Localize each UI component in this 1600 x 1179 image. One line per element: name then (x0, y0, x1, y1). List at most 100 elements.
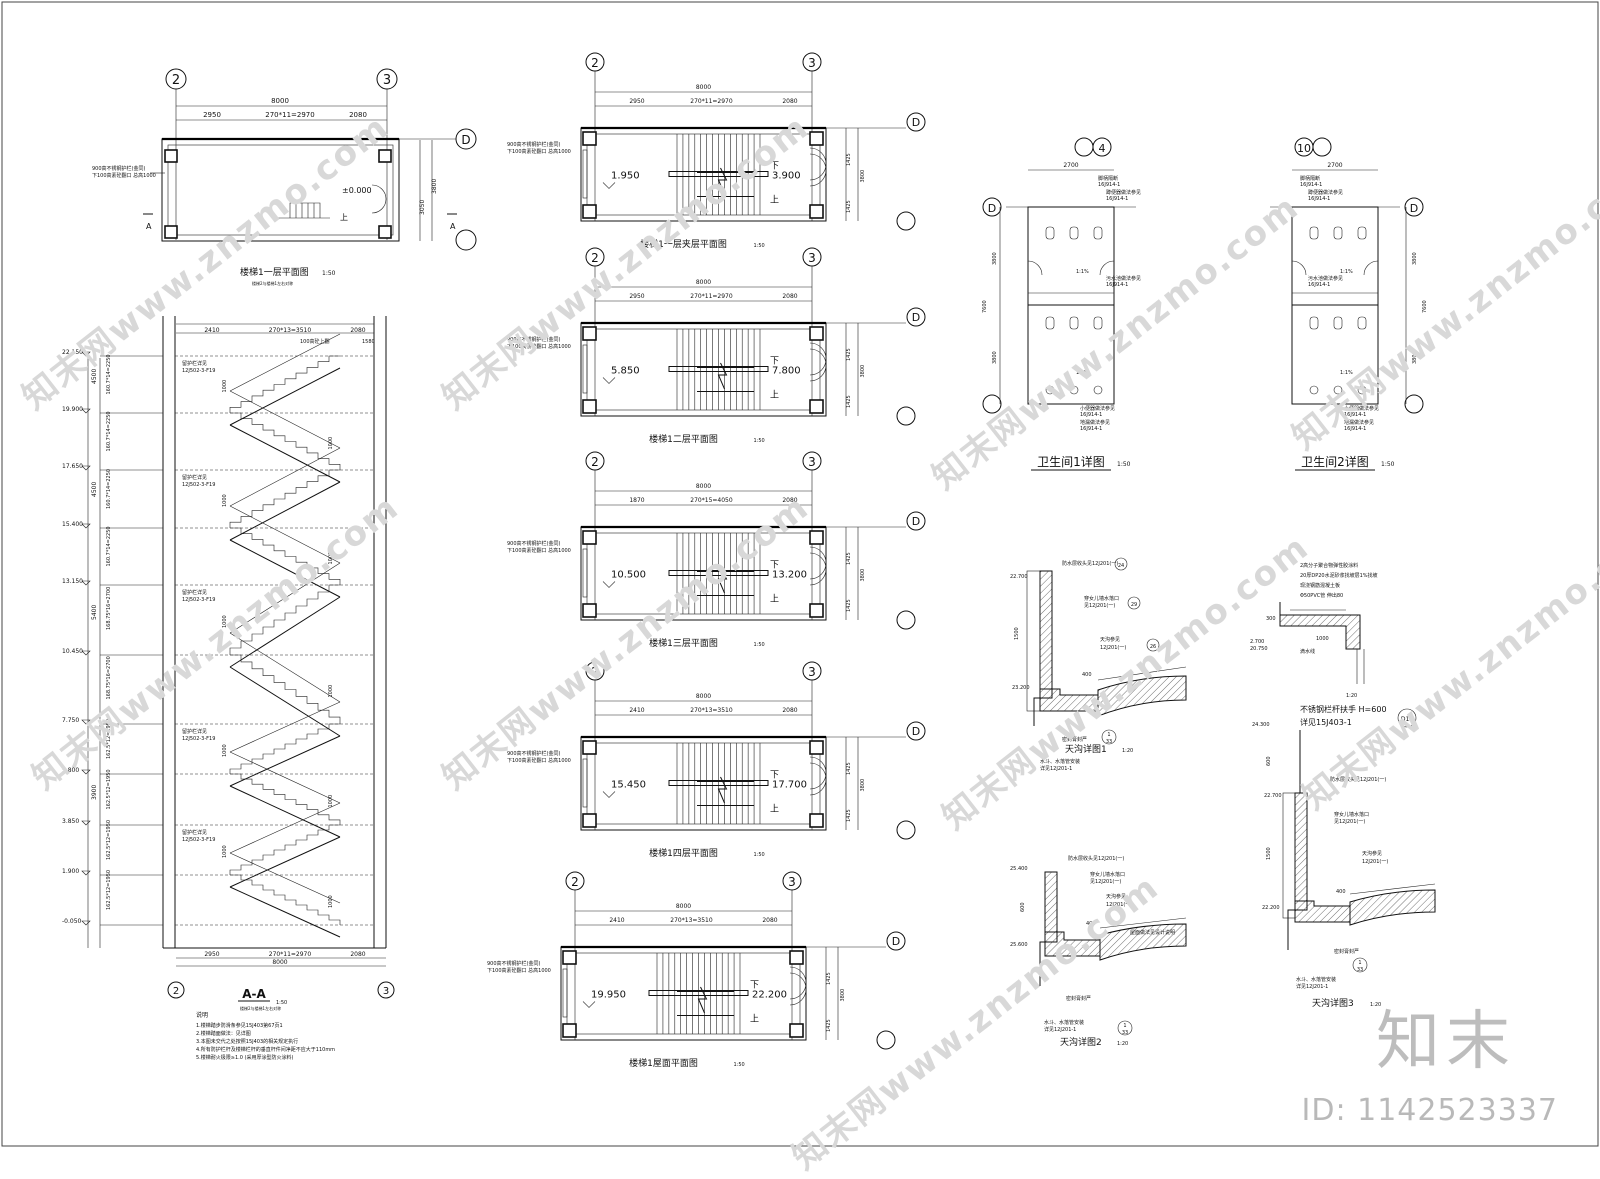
gutter-detail-2: 防水层收头见12J201(一) 穿女儿墙水落口 见12J201(一) 天沟参见 … (1010, 855, 1187, 1048)
dim-total: 8000 (696, 84, 711, 91)
landing-elev-1: 5.850 (611, 366, 640, 377)
lbl-std-4: 16J914-1 (1080, 412, 1102, 418)
plan-scale: 1:50 (754, 243, 765, 249)
lbl-slope-2: 1:1% (1340, 370, 1353, 376)
axis-D: D (892, 935, 900, 948)
lbl-urinal: 小便器做法参见 (1344, 405, 1379, 412)
eave-detail: 2高分子聚合物弹性胶涂料 20厚DP20水泥砂浆找坡层1%找坡 现浇钢筋混凝土板… (1250, 562, 1378, 699)
dim-width: 2700 (1327, 162, 1342, 169)
note-4: 4.所有防护栏杆及楼梯栏杆的垂直杆件间净距不应大于110mm (196, 1046, 335, 1053)
dim-total: 8000 (696, 279, 711, 286)
dim-stairs: 270*11=2970 (690, 98, 733, 105)
rail-note-2: 下100高素砼翻口 总高1000 (507, 148, 571, 155)
eave-l4: Φ50PVC管 伸出80 (1300, 592, 1343, 599)
landing-elev-1: 10.500 (611, 570, 646, 581)
plan-title: 楼梯1一层平面图 (240, 266, 309, 278)
plan-ground-floor: 2 3 8000 2950 270*11=2970 2080 上 ±0.000 … (92, 68, 477, 286)
up-marker: 上 (770, 390, 779, 401)
rail-note: 900高不锈钢护栏(金同) (507, 336, 560, 343)
g1-l2: 穿女儿墙水落口 (1084, 595, 1119, 602)
toilet-plan-2: 10D2700380038007600脚柄隔断16J914-1蹲便器做法参见16… (1270, 137, 1428, 471)
dim-1425-b: 1425 (826, 1019, 832, 1032)
plan-title: 楼梯1屋面平面图 (629, 1057, 698, 1069)
lbl-slope-1: 1:1% (1076, 269, 1089, 275)
lbl-std-2: 16J914-1 (1106, 196, 1128, 202)
level-1: 19.900 (62, 406, 83, 413)
plan-title: 楼梯1二层平面图 (649, 433, 718, 445)
dim-right: 2080 (782, 707, 797, 714)
plan-title: 楼梯1四层平面图 (649, 847, 718, 859)
dim-3800: 3800 (860, 779, 866, 792)
level-2: 17.650 (62, 463, 83, 470)
sec-dim-1580: 1580 (362, 339, 375, 345)
axis-label-1: 3 (788, 875, 796, 889)
g3-d400: 400 (1336, 889, 1346, 895)
axis-label-0: 2 (591, 251, 599, 265)
flight-dim-8: 162.5*12=1950 (106, 820, 112, 860)
lbl-std-5: 16J914-1 (1344, 426, 1366, 432)
g3-l5: 12J201(一) (1362, 859, 1388, 865)
plan-title: 楼梯1三层平面图 (649, 637, 718, 649)
sec-top-note: 100高砼上翻 (300, 338, 330, 345)
sec-bot-left: 2950 (204, 951, 219, 958)
g2-l5: 12J201(一) (1106, 902, 1132, 908)
axis-D: D (912, 515, 920, 528)
g2-l9: 屋面做法见设计说明 (1130, 929, 1175, 936)
g1-ref-d: 29 (1131, 602, 1137, 608)
rail-h-4: 1000 (222, 615, 228, 628)
rail-note: 900高不锈钢护栏(金同) (507, 141, 560, 148)
g2-ref-b: 33 (1122, 1030, 1128, 1036)
down-marker: 下 (770, 357, 779, 367)
section-scale: 1:50 (276, 1000, 287, 1006)
storey-height-2: 5400 (91, 605, 98, 620)
notes-heading: 说明 (196, 1011, 208, 1019)
g1-l1: 防水层收头见12J201(一) (1062, 560, 1118, 567)
dim-depth: 3800 (431, 179, 438, 194)
g2-ref-a: 1 (1123, 1023, 1126, 1029)
g1-d1500: 1500 (1014, 627, 1020, 640)
dim-left: 1870 (629, 497, 644, 504)
rail-tag: D13 (1401, 716, 1413, 723)
rail-h-0: 1000 (222, 380, 228, 393)
up-marker: 上 (770, 804, 779, 815)
section-mark-left: A (146, 222, 152, 231)
rail-note-2: 留护栏详见 (182, 474, 207, 481)
dim-1425-a: 1425 (846, 762, 852, 775)
plan-scale: 1:50 (734, 1062, 745, 1068)
dim-left: 2410 (629, 707, 644, 714)
dim-1425-b: 1425 (846, 200, 852, 213)
eave-l5: 滴水线 (1300, 648, 1315, 655)
g2-l6: 密封膏封严 (1066, 995, 1091, 1002)
sheet-border (1, 1, 1599, 1147)
landing-elev-1: 19.950 (591, 990, 626, 1001)
axis-D: D (912, 311, 920, 324)
plan-scale: 1:50 (754, 438, 765, 444)
storey-height-1: 4500 (91, 482, 98, 497)
landing-elev-1: 1.950 (611, 171, 640, 182)
lbl-std-3: 16J914-1 (1308, 282, 1330, 288)
g3-d1500: 1500 (1266, 847, 1272, 860)
axis-2-label: 2 (172, 73, 180, 88)
level-6: 7.750 (62, 717, 79, 724)
flight-dim-9: 162.5*12=1950 (106, 870, 112, 910)
rail-note: 900高不锈钢护栏(金同) (487, 960, 540, 967)
toilet-title: 卫生间2详图 (1301, 454, 1369, 469)
image-id: ID: 1142523337 (1301, 1093, 1558, 1128)
axis-label-0: 2 (591, 56, 599, 70)
rail-title: 不锈钢栏杆扶手 H=600 (1300, 704, 1387, 714)
rail-ref-8: 12J502-3-F19 (182, 837, 215, 843)
lbl-slope-2: 1:1% (1076, 370, 1089, 376)
drawing-sheet: 2 3 8000 2950 270*11=2970 2080 上 ±0.000 … (1, 1, 1599, 1147)
lbl-urinal: 小便器做法参见 (1080, 405, 1115, 412)
landing-elev-2: 22.200 (752, 990, 787, 1001)
sec-axis-2: 2 (173, 986, 179, 997)
g2-l7: 水斗、水落管安装 (1044, 1019, 1084, 1026)
dim-1425-a: 1425 (846, 552, 852, 565)
rail-note-2: 下100高素砼翻口 总高1000 (507, 343, 571, 350)
